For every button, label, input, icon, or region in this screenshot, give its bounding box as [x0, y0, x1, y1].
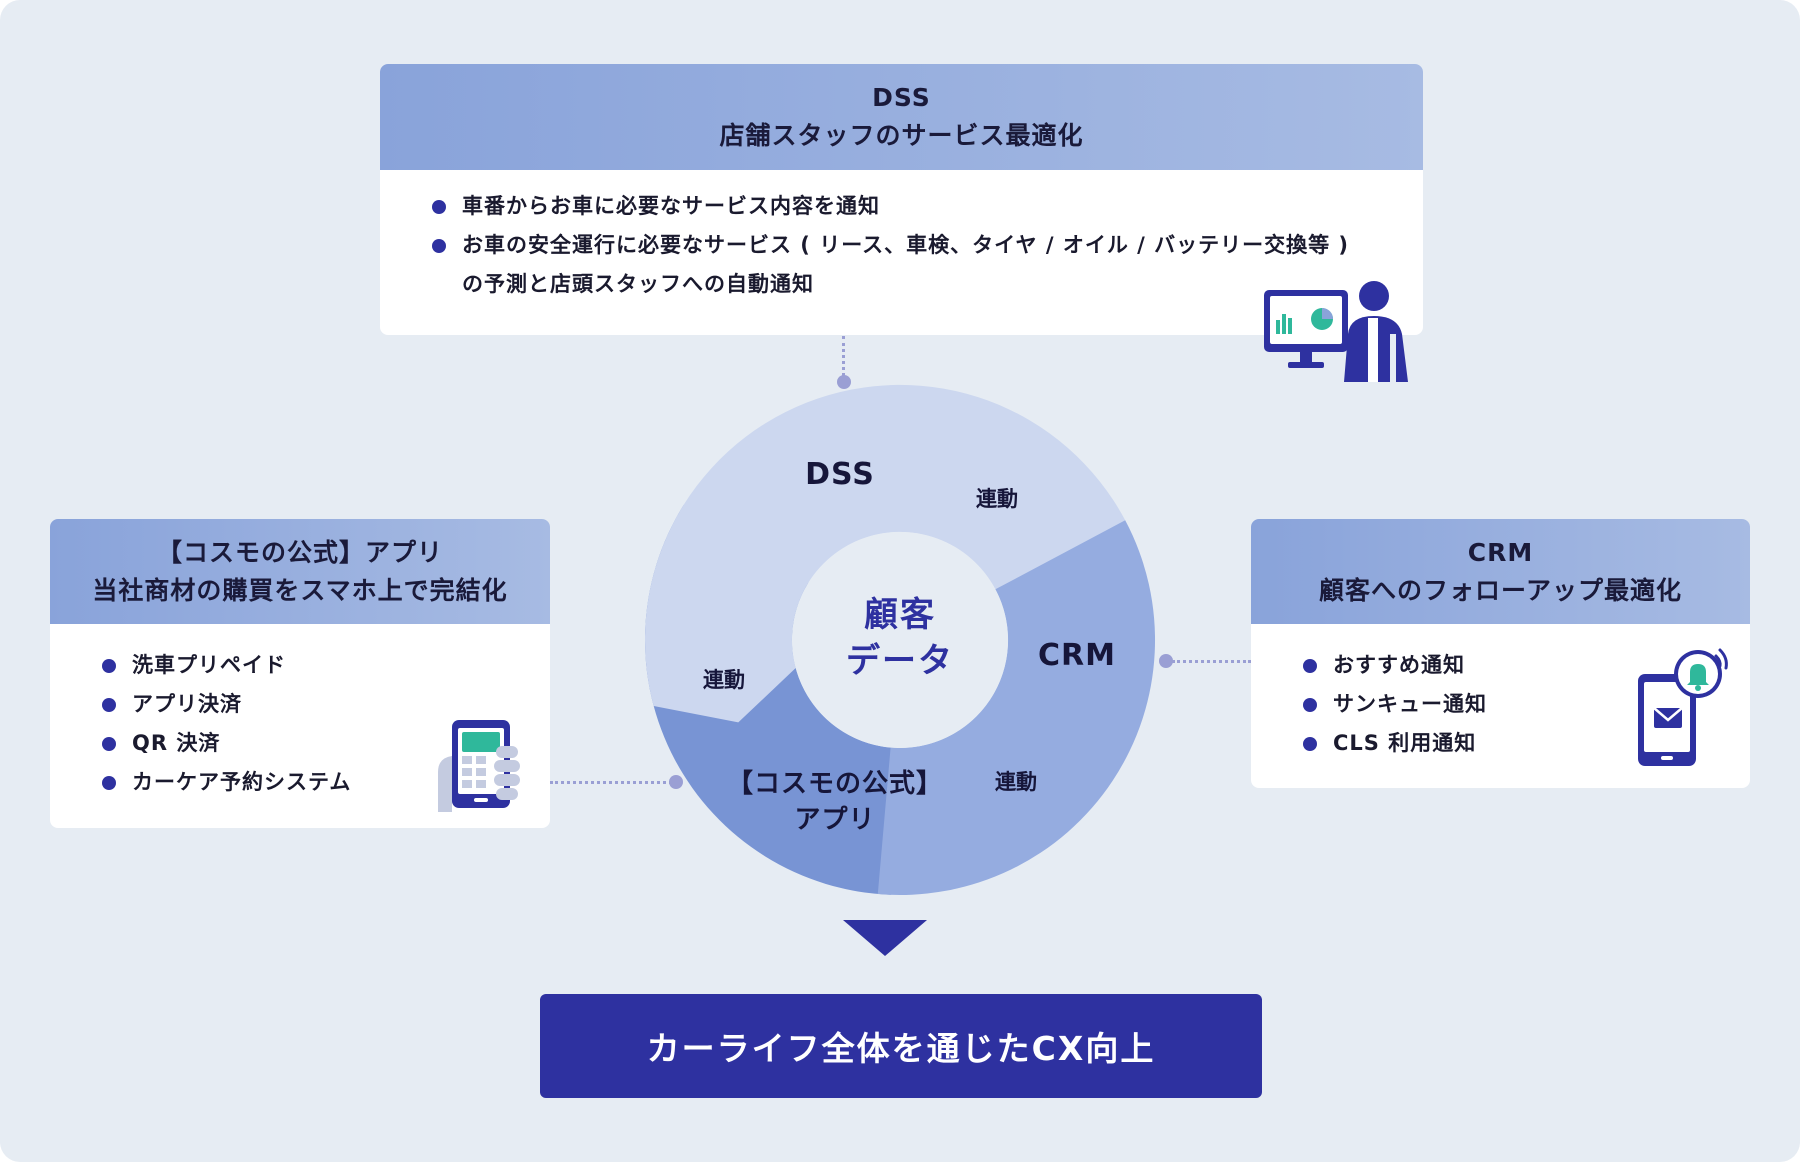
dss-feature-list: 車番からお車に必要なサービス内容を通知 お車の安全運行に必要なサービス ( リー…: [432, 187, 1423, 304]
cycle-center: [792, 532, 1008, 748]
segment-label-app-line1: 【コスモの公式】: [726, 769, 943, 799]
result-text: カーライフ全体を通じたCX向上: [646, 1029, 1156, 1068]
list-item-continuation: の予測と店頭スタッフへの自動通知: [462, 272, 814, 296]
app-card-title: 【コスモの公式】アプリ: [156, 537, 443, 567]
list-item-text: 洗車プリペイド: [132, 653, 286, 677]
app-connector-line: [550, 781, 672, 784]
app-feature-list: 洗車プリペイド アプリ決済 QR 決済 カーケア予約システム: [102, 646, 550, 802]
list-item-text: 車番からお車に必要なサービス内容を通知: [462, 194, 880, 218]
list-item-text: カーケア予約システム: [132, 770, 352, 794]
list-item: お車の安全運行に必要なサービス ( リース、車検、タイヤ / オイル / バッテ…: [432, 226, 1423, 304]
center-label-line2: データ: [846, 641, 954, 681]
cycle-segment-crm: [877, 520, 1156, 895]
list-item-text: おすすめ通知: [1333, 653, 1465, 677]
dss-card: DSS 店舗スタッフのサービス最適化 車番からお車に必要なサービス内容を通知 お…: [380, 64, 1423, 335]
list-item-text: サンキュー通知: [1333, 692, 1487, 716]
phone-notification-icon: [1638, 648, 1728, 766]
list-item: CLS 利用通知: [1303, 724, 1750, 763]
list-item: サンキュー通知: [1303, 685, 1750, 724]
crm-card-body: おすすめ通知 サンキュー通知 CLS 利用通知: [1251, 624, 1750, 763]
dss-card-header: DSS 店舗スタッフのサービス最適化: [380, 64, 1423, 170]
down-arrow-icon: [843, 920, 927, 956]
segment-label-crm: CRM: [1038, 638, 1116, 673]
list-item: アプリ決済: [102, 685, 550, 724]
dss-card-body: 車番からお車に必要なサービス内容を通知 お車の安全運行に必要なサービス ( リー…: [380, 170, 1423, 304]
app-card-body: 洗車プリペイド アプリ決済 QR 決済 カーケア予約システム: [50, 624, 550, 802]
crm-card-title: CRM: [1467, 537, 1534, 567]
segment-label-dss: DSS: [805, 457, 875, 492]
app-connector-dot: [669, 775, 683, 789]
dss-card-title: DSS: [872, 83, 931, 112]
list-item-text: QR 決済: [132, 731, 221, 755]
segment-label-app: 【コスモの公式】 アプリ: [700, 766, 970, 838]
crm-card-header: CRM 顧客へのフォローアップ最適化: [1251, 519, 1750, 624]
list-item-text: CLS 利用通知: [1333, 731, 1477, 755]
cycle-segment-dss: [644, 384, 1126, 723]
crm-card-subtitle: 顧客へのフォローアップ最適化: [1318, 575, 1682, 605]
list-item: 洗車プリペイド: [102, 646, 550, 685]
link-label-app-dss: 連動: [703, 668, 745, 692]
list-item: おすすめ通知: [1303, 646, 1750, 685]
list-item: 車番からお車に必要なサービス内容を通知: [432, 187, 1423, 226]
list-item-text: お車の安全運行に必要なサービス ( リース、車検、タイヤ / オイル / バッテ…: [462, 233, 1350, 257]
list-item: QR 決済: [102, 724, 550, 763]
cycle-diagram: [644, 384, 1156, 895]
app-card-subtitle: 当社商材の購買をスマホ上で完結化: [92, 575, 508, 605]
crm-feature-list: おすすめ通知 サンキュー通知 CLS 利用通知: [1303, 646, 1750, 763]
crm-connector-line: [1172, 660, 1251, 663]
list-item: カーケア予約システム: [102, 763, 550, 802]
staff-monitor-icon: [1264, 281, 1408, 382]
smartphone-hand-icon: [438, 720, 520, 812]
app-card-header: 【コスモの公式】アプリ 当社商材の購買をスマホ上で完結化: [50, 519, 550, 624]
list-item-text: アプリ決済: [132, 692, 242, 716]
dss-connector-line: [842, 336, 845, 376]
dss-card-subtitle: 店舗スタッフのサービス最適化: [719, 121, 1084, 150]
crm-connector-dot: [1159, 654, 1173, 668]
link-label-crm-app: 連動: [995, 770, 1037, 794]
link-label-dss-crm: 連動: [976, 487, 1018, 511]
segment-label-app-line2: アプリ: [794, 805, 876, 835]
result-banner: カーライフ全体を通じたCX向上: [540, 994, 1262, 1098]
center-label-line1: 顧客: [864, 595, 936, 635]
dss-connector-dot: [837, 375, 851, 389]
app-card: 【コスモの公式】アプリ 当社商材の購買をスマホ上で完結化 洗車プリペイド アプリ…: [50, 519, 550, 828]
center-label: 顧客 データ: [800, 592, 1000, 684]
